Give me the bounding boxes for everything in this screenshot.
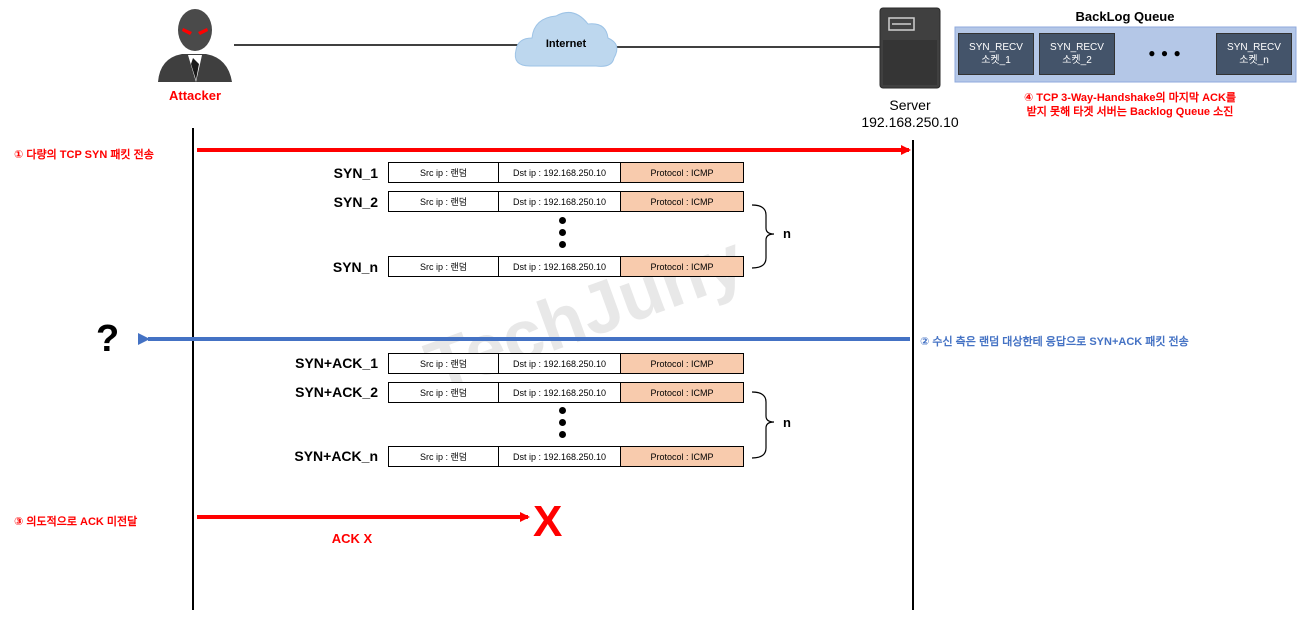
packet-src: Src ip : 랜덤 xyxy=(389,163,499,182)
synack-vertical-dot xyxy=(559,407,566,414)
synack-vertical-dot xyxy=(559,431,566,438)
packet-src: Src ip : 랜덤 xyxy=(389,192,499,211)
packet-dst: Dst ip : 192.168.250.10 xyxy=(499,163,621,182)
synack-vertical-dot xyxy=(559,419,566,426)
synack-count-label: n xyxy=(783,415,791,430)
backlog-note-line1: ④ TCP 3-Way-Handshake의 마지막 ACK를 xyxy=(1023,92,1237,104)
synack-packet-label-n: SYN+ACK_n xyxy=(294,448,378,464)
synack-packet-n: Src ip : 랜덤 Dst ip : 192.168.250.10 Prot… xyxy=(388,446,744,467)
syn-count-label: n xyxy=(783,226,791,241)
attacker-label: Attacker xyxy=(168,88,222,103)
packet-protocol: Protocol : ICMP xyxy=(621,383,743,402)
syn-brace xyxy=(751,204,775,269)
syn-packet-label-n: SYN_n xyxy=(332,259,378,275)
syn-packet-2: Src ip : 랜덤 Dst ip : 192.168.250.10 Prot… xyxy=(388,191,744,212)
backlog-title: BackLog Queue xyxy=(1075,9,1175,24)
server-icon xyxy=(879,7,941,89)
packet-dst: Dst ip : 192.168.250.10 xyxy=(499,192,621,211)
packet-dst: Dst ip : 192.168.250.10 xyxy=(499,383,621,402)
backlog-note: ④ TCP 3-Way-Handshake의 마지막 ACK를 받지 못해 타겟… xyxy=(990,91,1270,119)
queue-slot-state: SYN_RECV xyxy=(969,42,1023,53)
question-mark: ? xyxy=(96,318,120,360)
packet-src: Src ip : 랜덤 xyxy=(389,257,499,276)
packet-protocol: Protocol : ICMP xyxy=(621,192,743,211)
internet-label: Internet xyxy=(545,38,587,50)
server-ip: 192.168.250.10 xyxy=(861,114,959,130)
packet-protocol: Protocol : ICMP xyxy=(621,163,743,182)
packet-protocol: Protocol : ICMP xyxy=(621,447,743,466)
packet-protocol: Protocol : ICMP xyxy=(621,257,743,276)
step1-label: ① 다량의 TCP SYN 패킷 전송 xyxy=(14,149,154,161)
synack-brace xyxy=(751,391,775,459)
packet-dst: Dst ip : 192.168.250.10 xyxy=(499,447,621,466)
watermark: TechJuny xyxy=(416,220,754,408)
queue-slot-socket: 소켓_n xyxy=(1239,55,1269,66)
queue-slot-state: SYN_RECV xyxy=(1227,42,1281,53)
packet-src: Src ip : 랜덤 xyxy=(389,354,499,373)
syn-packet-1: Src ip : 랜덤 Dst ip : 192.168.250.10 Prot… xyxy=(388,162,744,183)
queue-slot-n: SYN_RECV 소켓_n xyxy=(1216,33,1292,75)
cloud-icon xyxy=(514,11,618,67)
step2-label: ② 수신 측은 랜덤 대상한테 응답으로 SYN+ACK 패킷 전송 xyxy=(920,336,1189,348)
server-label: Server xyxy=(889,97,931,113)
syn-packet-n: Src ip : 랜덤 Dst ip : 192.168.250.10 Prot… xyxy=(388,256,744,277)
synack-packet-label-1: SYN+ACK_1 xyxy=(295,355,378,371)
synack-packet-2: Src ip : 랜덤 Dst ip : 192.168.250.10 Prot… xyxy=(388,382,744,403)
packet-dst: Dst ip : 192.168.250.10 xyxy=(499,354,621,373)
step3-label: ③ 의도적으로 ACK 미전달 xyxy=(14,516,138,528)
packet-dst: Dst ip : 192.168.250.10 xyxy=(499,257,621,276)
packet-protocol: Protocol : ICMP xyxy=(621,354,743,373)
syn-vertical-dot xyxy=(559,241,566,248)
synack-packet-1: Src ip : 랜덤 Dst ip : 192.168.250.10 Prot… xyxy=(388,353,744,374)
queue-slot-2: SYN_RECV 소켓_2 xyxy=(1039,33,1115,75)
packet-src: Src ip : 랜덤 xyxy=(389,447,499,466)
server-caption: Server 192.168.250.10 xyxy=(850,97,970,131)
syn-packet-label-2: SYN_2 xyxy=(333,194,378,210)
ack-x-mark: X xyxy=(533,497,562,546)
queue-slot-socket: 소켓_1 xyxy=(981,55,1011,66)
ack-label: ACK X xyxy=(331,531,373,546)
synack-packet-label-2: SYN+ACK_2 xyxy=(295,384,378,400)
syn-vertical-dot xyxy=(559,217,566,224)
syn-vertical-dot xyxy=(559,229,566,236)
syn-packet-label-1: SYN_1 xyxy=(333,165,378,181)
queue-ellipsis: ● ● ● xyxy=(1148,46,1182,60)
queue-slot-1: SYN_RECV 소켓_1 xyxy=(958,33,1034,75)
queue-slot-socket: 소켓_2 xyxy=(1062,55,1092,66)
backlog-note-line2: 받지 못해 타겟 서버는 Backlog Queue 소진 xyxy=(1026,106,1234,118)
attacker-icon xyxy=(158,9,232,82)
packet-src: Src ip : 랜덤 xyxy=(389,383,499,402)
queue-slot-state: SYN_RECV xyxy=(1050,42,1104,53)
